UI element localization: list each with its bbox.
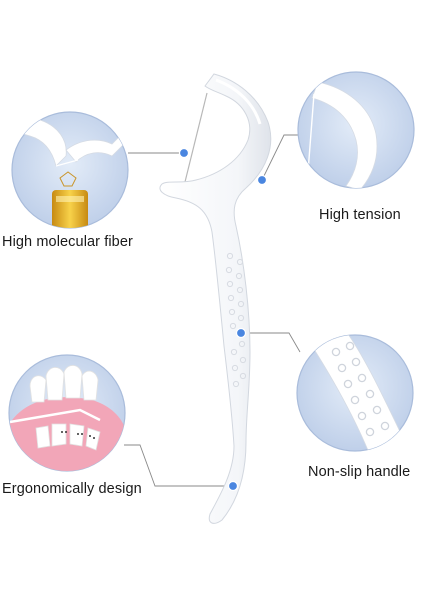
dot-design bbox=[227, 480, 239, 492]
feature-label-grip: Non-slip handle bbox=[308, 464, 411, 480]
dot-grip bbox=[235, 327, 247, 339]
callout-tension bbox=[297, 71, 415, 189]
feature-label-fiber: High molecular fiber bbox=[2, 234, 133, 250]
pick-body bbox=[159, 73, 272, 524]
connector-lines bbox=[124, 134, 301, 487]
floss-pick bbox=[159, 73, 272, 524]
connector-tension bbox=[261, 134, 300, 181]
feature-label-design: Ergonomically design bbox=[2, 481, 142, 497]
callout-fiber bbox=[11, 111, 129, 229]
feature-label-tension: High tension bbox=[319, 207, 401, 223]
dot-tension bbox=[256, 174, 268, 186]
anchor-dots bbox=[178, 147, 268, 492]
callout-grip bbox=[296, 334, 414, 452]
grip-dots bbox=[225, 252, 247, 388]
dot-fiber bbox=[178, 147, 190, 159]
connector-design bbox=[124, 444, 233, 487]
floss-string bbox=[182, 92, 208, 191]
connector-grip bbox=[241, 332, 301, 353]
callout-design bbox=[8, 354, 126, 472]
